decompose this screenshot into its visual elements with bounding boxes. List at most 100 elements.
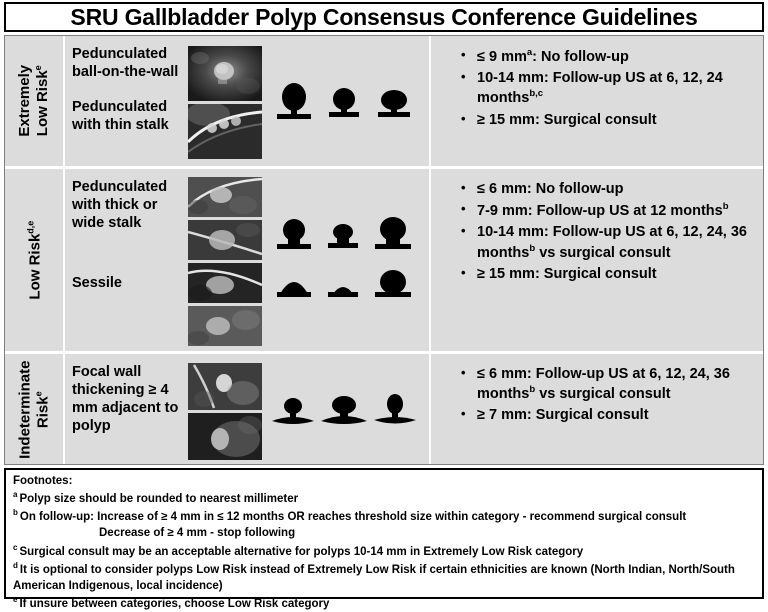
recommendation-action: : Follow-up US at 6, 12, 24, 36 months [477, 224, 747, 261]
morphology-label: Sessile [72, 275, 122, 292]
risk-category-line1: Extremely [16, 65, 34, 137]
ultrasound-image-thick-stalk-1 [188, 176, 262, 217]
column-divider-recommendations [429, 36, 431, 464]
ultrasound-image-focal-thickening-2 [188, 412, 262, 460]
recommendation-action: : Follow-up US at 6, 12, 24, 36 months [477, 366, 730, 403]
morphology-description-cell: Focal wall thickening ≥ 4 mm adjacent to… [63, 354, 188, 466]
recommendation-size: ≥ 15 mm [477, 265, 535, 282]
polyp-glyph-stack [276, 219, 311, 297]
recommendation-item: 10-14 mm: Follow-up US at 6, 12, 24, 36 … [461, 222, 755, 262]
polyp-pictogram-row-focal-thickening [268, 389, 425, 433]
recommendation-action: : No follow-up [532, 48, 629, 65]
recommendation-size: 7-9 mm [477, 203, 528, 220]
illustration-band [188, 360, 425, 462]
ultrasound-image-stack [188, 362, 262, 460]
recommendation-action: : Follow-up US at 12 months [527, 203, 723, 220]
footnote-text: If unsure between categories, choose Low… [19, 598, 330, 611]
recommendation-action: : Surgical consult [534, 265, 657, 282]
recommendation-action-superscript: b [529, 384, 536, 396]
recommendation-action-tail: vs surgical consult [535, 386, 671, 403]
footnote-text: Surgical consult may be an acceptable al… [19, 545, 584, 558]
morphology-label: Focal wall thickening ≥ 4 mm adjacent to… [72, 364, 179, 435]
polyp-pictogram-row-thick-stalk [268, 216, 425, 306]
risk-category-superscript: d,e [24, 220, 35, 234]
footnote-marker: e [13, 595, 18, 605]
recommendation-list: ≤ 9 mma: No follow-up 10-14 mm: Follow-u… [445, 46, 755, 132]
recommendation-size: ≤ 6 mm [477, 366, 527, 382]
morphology-description-cell: Pedunculated with thick or wide stalk Se… [63, 169, 188, 351]
recommendation-action-superscript: b [529, 242, 536, 254]
table-row: Low Riskd,e Pedunculated with thick or w… [5, 169, 763, 351]
risk-category-line1: Indeterminate [16, 360, 34, 460]
footnote-subline: Decrease of ≥ 4 mm - stop following [99, 527, 296, 540]
recommendation-item: ≤ 9 mma: No follow-up [461, 46, 755, 67]
recommendation-action-superscript: b,c [529, 88, 544, 100]
recommendation-item: ≥ 15 mm: Surgical consult [461, 109, 755, 130]
ultrasound-image-ball-on-wall [188, 45, 262, 101]
footnote-text: Polyp size should be rounded to nearest … [19, 492, 299, 505]
risk-category-line2: Low Risk [34, 70, 52, 137]
polyp-glyph-ball-on-wall [329, 88, 360, 117]
footnote-text: On follow-up: Increase of ≥ 4 mm in ≤ 12… [19, 510, 687, 523]
ultrasound-image-thick-stalk-2 [188, 219, 262, 260]
footnote-marker: a [13, 490, 18, 499]
risk-category-superscript: e [33, 391, 44, 397]
footnote-marker: d [13, 560, 18, 570]
ultrasound-image-sessile-2 [188, 305, 262, 346]
recommendation-action: : Follow-up US at 6, 12, 24 months [477, 70, 723, 107]
recommendation-action: : Surgical consult [534, 111, 657, 128]
risk-category-label: Low Riskd,e [25, 221, 43, 300]
recommendation-list: ≤ 6 mm: Follow-up US at 6, 12, 24, 36 mo… [445, 364, 755, 428]
row-divider-2 [5, 351, 763, 354]
recommendation-action-tail: vs surgical consult [535, 244, 671, 261]
recommendation-cell: ≤ 6 mm: Follow-up US at 6, 12, 24, 36 mo… [427, 354, 763, 466]
illustration-cell [188, 354, 427, 466]
recommendation-item: ≤ 6 mm: No follow-up [461, 179, 755, 199]
footnote-text: It is optional to consider polyps Low Ri… [13, 563, 735, 592]
risk-category-line1: Low Risk [25, 233, 43, 300]
footnote-marker: b [13, 508, 18, 518]
recommendation-size: ≥ 15 mm [477, 111, 535, 128]
ultrasound-image-sessile-1 [188, 262, 262, 303]
ultrasound-image-thin-stalk [188, 103, 262, 159]
polyp-pictogram-row-ball-on-wall [268, 80, 425, 124]
morphology-label: Pedunculated ball-on-the-wall [72, 46, 179, 81]
recommendation-cell: ≤ 9 mma: No follow-up 10-14 mm: Follow-u… [427, 36, 763, 166]
row-divider-1 [5, 166, 763, 169]
recommendation-size: ≤ 6 mm [477, 181, 527, 197]
recommendation-size: 10-14 mm [477, 70, 544, 87]
illustration-band [188, 175, 425, 347]
recommendation-action: : Surgical consult [526, 407, 649, 424]
risk-category-line2: Risk [34, 396, 52, 429]
illustration-cell [188, 169, 427, 351]
recommendation-item: ≥ 7 mm: Surgical consult [461, 405, 755, 425]
recommendation-size-superscript: a [526, 47, 533, 58]
spacer [72, 232, 182, 274]
polyp-glyph-focal-thickening [373, 394, 416, 424]
footnotes-heading: Footnotes: [13, 475, 73, 487]
ultrasound-image-stack [188, 176, 262, 346]
polyp-glyph-focal-thickening [320, 396, 367, 424]
recommendation-size: ≥ 7 mm [477, 407, 527, 424]
risk-category-superscript: e [33, 65, 44, 71]
ultrasound-image-focal-thickening-1 [188, 362, 262, 410]
illustration-cell [188, 36, 427, 166]
recommendation-cell: ≤ 6 mm: No follow-up 7-9 mm: Follow-up U… [427, 169, 763, 351]
morphology-description-cell: Pedunculated ball-on-the-wall Pedunculat… [63, 36, 188, 166]
polyp-glyph-stack [375, 217, 412, 297]
footnote-marker: c [13, 542, 18, 552]
morphology-label: Pedunculated with thin stalk [72, 99, 169, 134]
risk-category-cell-low: Low Riskd,e [5, 169, 63, 351]
